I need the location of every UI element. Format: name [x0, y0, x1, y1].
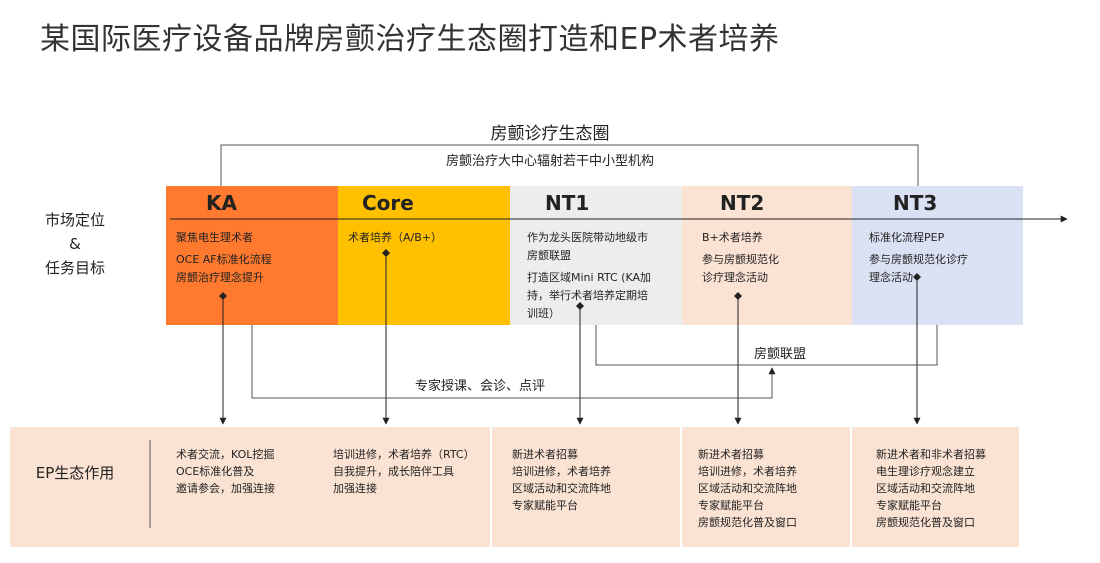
tier-items-core: 术者培养（A/B+）: [348, 230, 506, 248]
tier-item: 持，举行术者培养定期培: [527, 289, 648, 302]
tier-name-nt2: NT2: [720, 191, 765, 215]
ep-item: 新进术者和非术者招募: [876, 448, 986, 461]
tier-item: 作为龙头医院带动地级市: [527, 231, 648, 244]
ep-column-nt2: 新进术者招募 培训进修，术者培养 区域活动和交流阵地 专家赋能平台 房颤规范化普…: [698, 446, 848, 531]
ep-item: 培训进修，术者培养: [512, 465, 611, 478]
tier-item: 理念活动: [869, 271, 913, 284]
positioning-label-line3: 任务目标: [44, 259, 105, 277]
tier-box-nt3: [852, 186, 1023, 325]
ep-item: 邀请参会，加强连接: [176, 482, 275, 495]
connector-dots: [219, 249, 921, 310]
ep-column-nt3: 新进术者和非术者招募 电生理诊疗观念建立 区域活动和交流阵地 专家赋能平台 房颤…: [876, 446, 1016, 531]
positioning-label: 市场定位 & 任务目标: [20, 208, 130, 280]
tier-item: 标准化流程PEP: [869, 231, 945, 244]
expert-connector: [251, 325, 776, 399]
ep-item: 区域活动和交流阵地: [698, 482, 797, 495]
tier-box-nt1: [510, 186, 682, 325]
tier-items-nt3: 标准化流程PEP 参与房颤规范化诊疗 理念活动: [869, 230, 1021, 288]
ep-column-core: 培训进修，术者培养（RTC） 自我提升，成长陪伴工具 加强连接: [333, 446, 488, 497]
alliance-label: 房颤联盟: [753, 347, 806, 362]
tier-box-ka: [166, 186, 338, 325]
ecosystem-title: 房颤诊疗生态圈: [490, 124, 610, 144]
tier-name-nt3: NT3: [893, 191, 938, 215]
ep-column-ka: 术者交流，KOL挖掘 OCE标准化普及 邀请参会，加强连接: [176, 446, 326, 497]
alliance-connector: [595, 325, 938, 366]
tier-item: 参与房颤规范化: [702, 253, 779, 266]
tier-item: 诊疗理念活动: [702, 271, 768, 284]
ep-item: OCE标准化普及: [176, 465, 255, 478]
tier-item: 术者培养（A/B+）: [348, 231, 442, 244]
ep-item: 培训进修，术者培养（RTC）: [333, 448, 475, 461]
ep-item: 电生理诊疗观念建立: [876, 465, 975, 478]
ep-item: 专家赋能平台: [698, 499, 764, 512]
ep-separators: [490, 427, 852, 547]
ep-label: EP生态作用: [35, 464, 115, 482]
tier-items-ka: 聚焦电生理术者 OCE AF标准化流程 房颤治疗理念提升: [176, 230, 334, 288]
ep-item: 加强连接: [333, 482, 377, 495]
page-title: 某国际医疗设备品牌房颤治疗生态圈打造和EP术者培养: [40, 22, 780, 57]
ep-item: 培训进修，术者培养: [698, 465, 797, 478]
ep-column-nt1: 新进术者招募 培训进修，术者培养 区域活动和交流阵地 专家赋能平台: [512, 446, 672, 514]
tier-item: B+术者培养: [702, 231, 763, 244]
ecosystem-bracket: [220, 144, 919, 186]
ep-item: 专家赋能平台: [876, 499, 942, 512]
positioning-label-line2: &: [69, 235, 81, 253]
tier-name-ka: KA: [206, 191, 237, 215]
tier-item: 训班）: [527, 307, 560, 320]
ep-item: 专家赋能平台: [512, 499, 578, 512]
tier-name-nt1: NT1: [545, 191, 590, 215]
tier-item: 房颤联盟: [527, 249, 571, 262]
ep-item: 术者交流，KOL挖掘: [176, 448, 275, 461]
tier-items-nt2: B+术者培养 参与房颤规范化 诊疗理念活动: [702, 230, 850, 288]
tier-items-nt1: 作为龙头医院带动地级市 房颤联盟 打造区域Mini RTC (KA加 持，举行术…: [527, 230, 679, 324]
tier-item: 参与房颤规范化诊疗: [869, 253, 968, 266]
ep-item: 房颤规范化普及窗口: [698, 516, 797, 529]
ecosystem-subtitle: 房颤治疗大中心辐射若干中小型机构: [445, 154, 654, 169]
ep-item: 自我提升，成长陪伴工具: [333, 465, 454, 478]
tier-item: 房颤治疗理念提升: [176, 271, 264, 284]
ep-item: 区域活动和交流阵地: [876, 482, 975, 495]
tier-name-core: Core: [362, 191, 414, 215]
expert-label: 专家授课、会诊、点评: [414, 379, 545, 394]
tier-to-ep-arrows: [219, 253, 921, 425]
tier-item: 聚焦电生理术者: [176, 231, 253, 244]
positioning-label-line1: 市场定位: [44, 211, 105, 229]
tier-item: OCE AF标准化流程: [176, 253, 272, 266]
tier-box-nt2: [682, 186, 852, 325]
tier-box-core: [338, 186, 510, 325]
ep-item: 新进术者招募: [512, 448, 578, 461]
tier-item: 打造区域Mini RTC (KA加: [527, 271, 652, 284]
ep-item: 新进术者招募: [698, 448, 764, 461]
ep-item: 区域活动和交流阵地: [512, 482, 611, 495]
ep-item: 房颤规范化普及窗口: [876, 516, 975, 529]
